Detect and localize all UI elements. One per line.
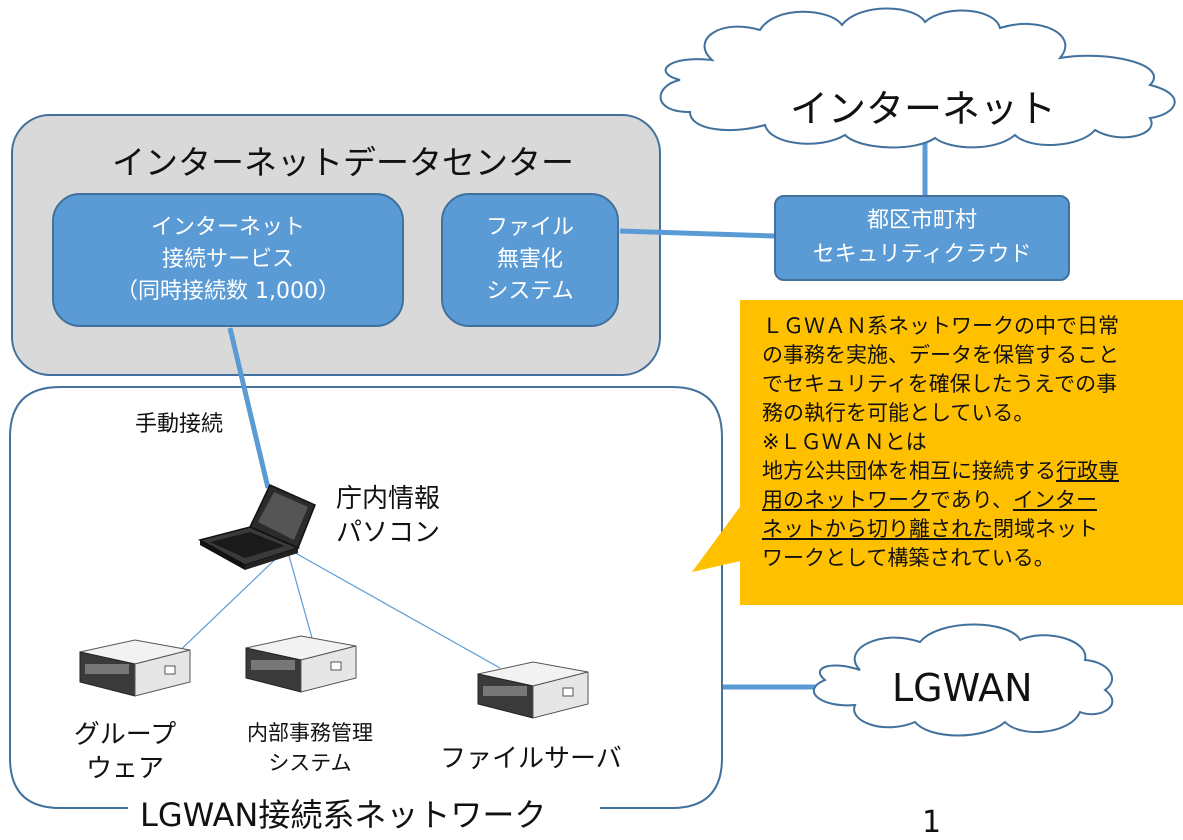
callout-underlined-text: 行政専 [1056,459,1119,483]
server-label-groupware-line2: ウェア [85,754,164,784]
server-label-internal-line2: システム [268,751,352,775]
callout-line: 用のネットワークであり、インター [762,486,1178,515]
pc-label-line1: 庁内情報 [336,484,441,514]
callout-line: ワークとして構築されている。 [762,546,1055,570]
callout-line: の事務を実施、データを保管すること [762,343,1119,367]
sanitize-line2: 無害化 [496,247,563,272]
internet-cloud-label: インターネット [790,87,1057,131]
sanitize-line1: ファイル [485,215,574,240]
security-cloud-box: 都区市町村 セキュリティクラウド [774,195,1070,281]
server-label-groupware-line1: グループ [73,720,177,750]
callout-line: 務の執行を可能としている。 [762,401,1035,425]
callout-line: ※ＬＧＷＡＮとは [762,430,927,454]
pc-label-line2: パソコン [336,518,441,548]
link-manual-connection [227,327,271,489]
internet-cloud-shape [659,7,1176,149]
server-icon-groupware [79,639,191,697]
laptop-icon [197,484,316,570]
server-icon-internal-affairs [245,635,357,693]
security-cloud-line2: セキュリティクラウド [812,242,1032,267]
callout-line: ネットから切り離された閉域ネット [762,515,1178,544]
lgwan-network-label: LGWAN接続系ネットワーク [140,796,547,834]
server-label-file-server: ファイルサーバ [440,744,622,774]
callout-text: 地方公共団体を相互に接続する [762,459,1056,483]
datacenter-title: インターネットデータセンター [112,143,574,182]
server-label-groupware: グループ ウェア [65,718,185,786]
lgwan-cloud-label: LGWAN [892,666,1033,710]
callout-box: ＬＧＷＡＮ系ネットワークの中で日常 の事務を実施、データを保管すること でセキュ… [740,300,1183,605]
page-number: 1 [922,805,942,840]
file-sanitization-box: ファイル 無害化 システム [441,193,619,327]
callout-underlined-text: ネットから切り離された [762,517,993,541]
callout-pointer [692,500,745,572]
security-cloud-line1: 都区市町村 [866,208,977,233]
internet-service-line2: 接続サービス [161,247,294,272]
internet-service-line1: インターネット [150,215,305,240]
server-label-internal-affairs: 内部事務管理 システム [235,718,385,778]
callout-line: でセキュリティを確保したうえでの事 [762,372,1118,396]
callout-underlined-text: インター [1012,488,1097,512]
callout-underlined-text: 用のネットワーク [762,488,930,512]
server-icon-file-server [477,661,589,719]
pc-label: 庁内情報 パソコン [336,482,440,550]
callout-text: であり、 [930,488,1013,512]
internet-service-box: インターネット 接続サービス （同時接続数 1,000） [52,193,404,327]
server-label-internal-line1: 内部事務管理 [247,721,373,745]
callout-text: 閉域ネット [993,517,1098,541]
link-datacenter-security [619,228,776,239]
manual-connection-label: 手動接続 [135,412,224,437]
lan-lines [169,549,501,669]
callout-line: ＬＧＷＡＮ系ネットワークの中で日常 [762,314,1119,338]
lgwan-cloud-shape [812,623,1114,737]
callout-line: 地方公共団体を相互に接続する行政専 [762,457,1178,486]
sanitize-line3: システム [486,279,574,304]
lgwan-network-border [9,386,723,809]
internet-service-line3: （同時接続数 1,000） [116,279,340,304]
